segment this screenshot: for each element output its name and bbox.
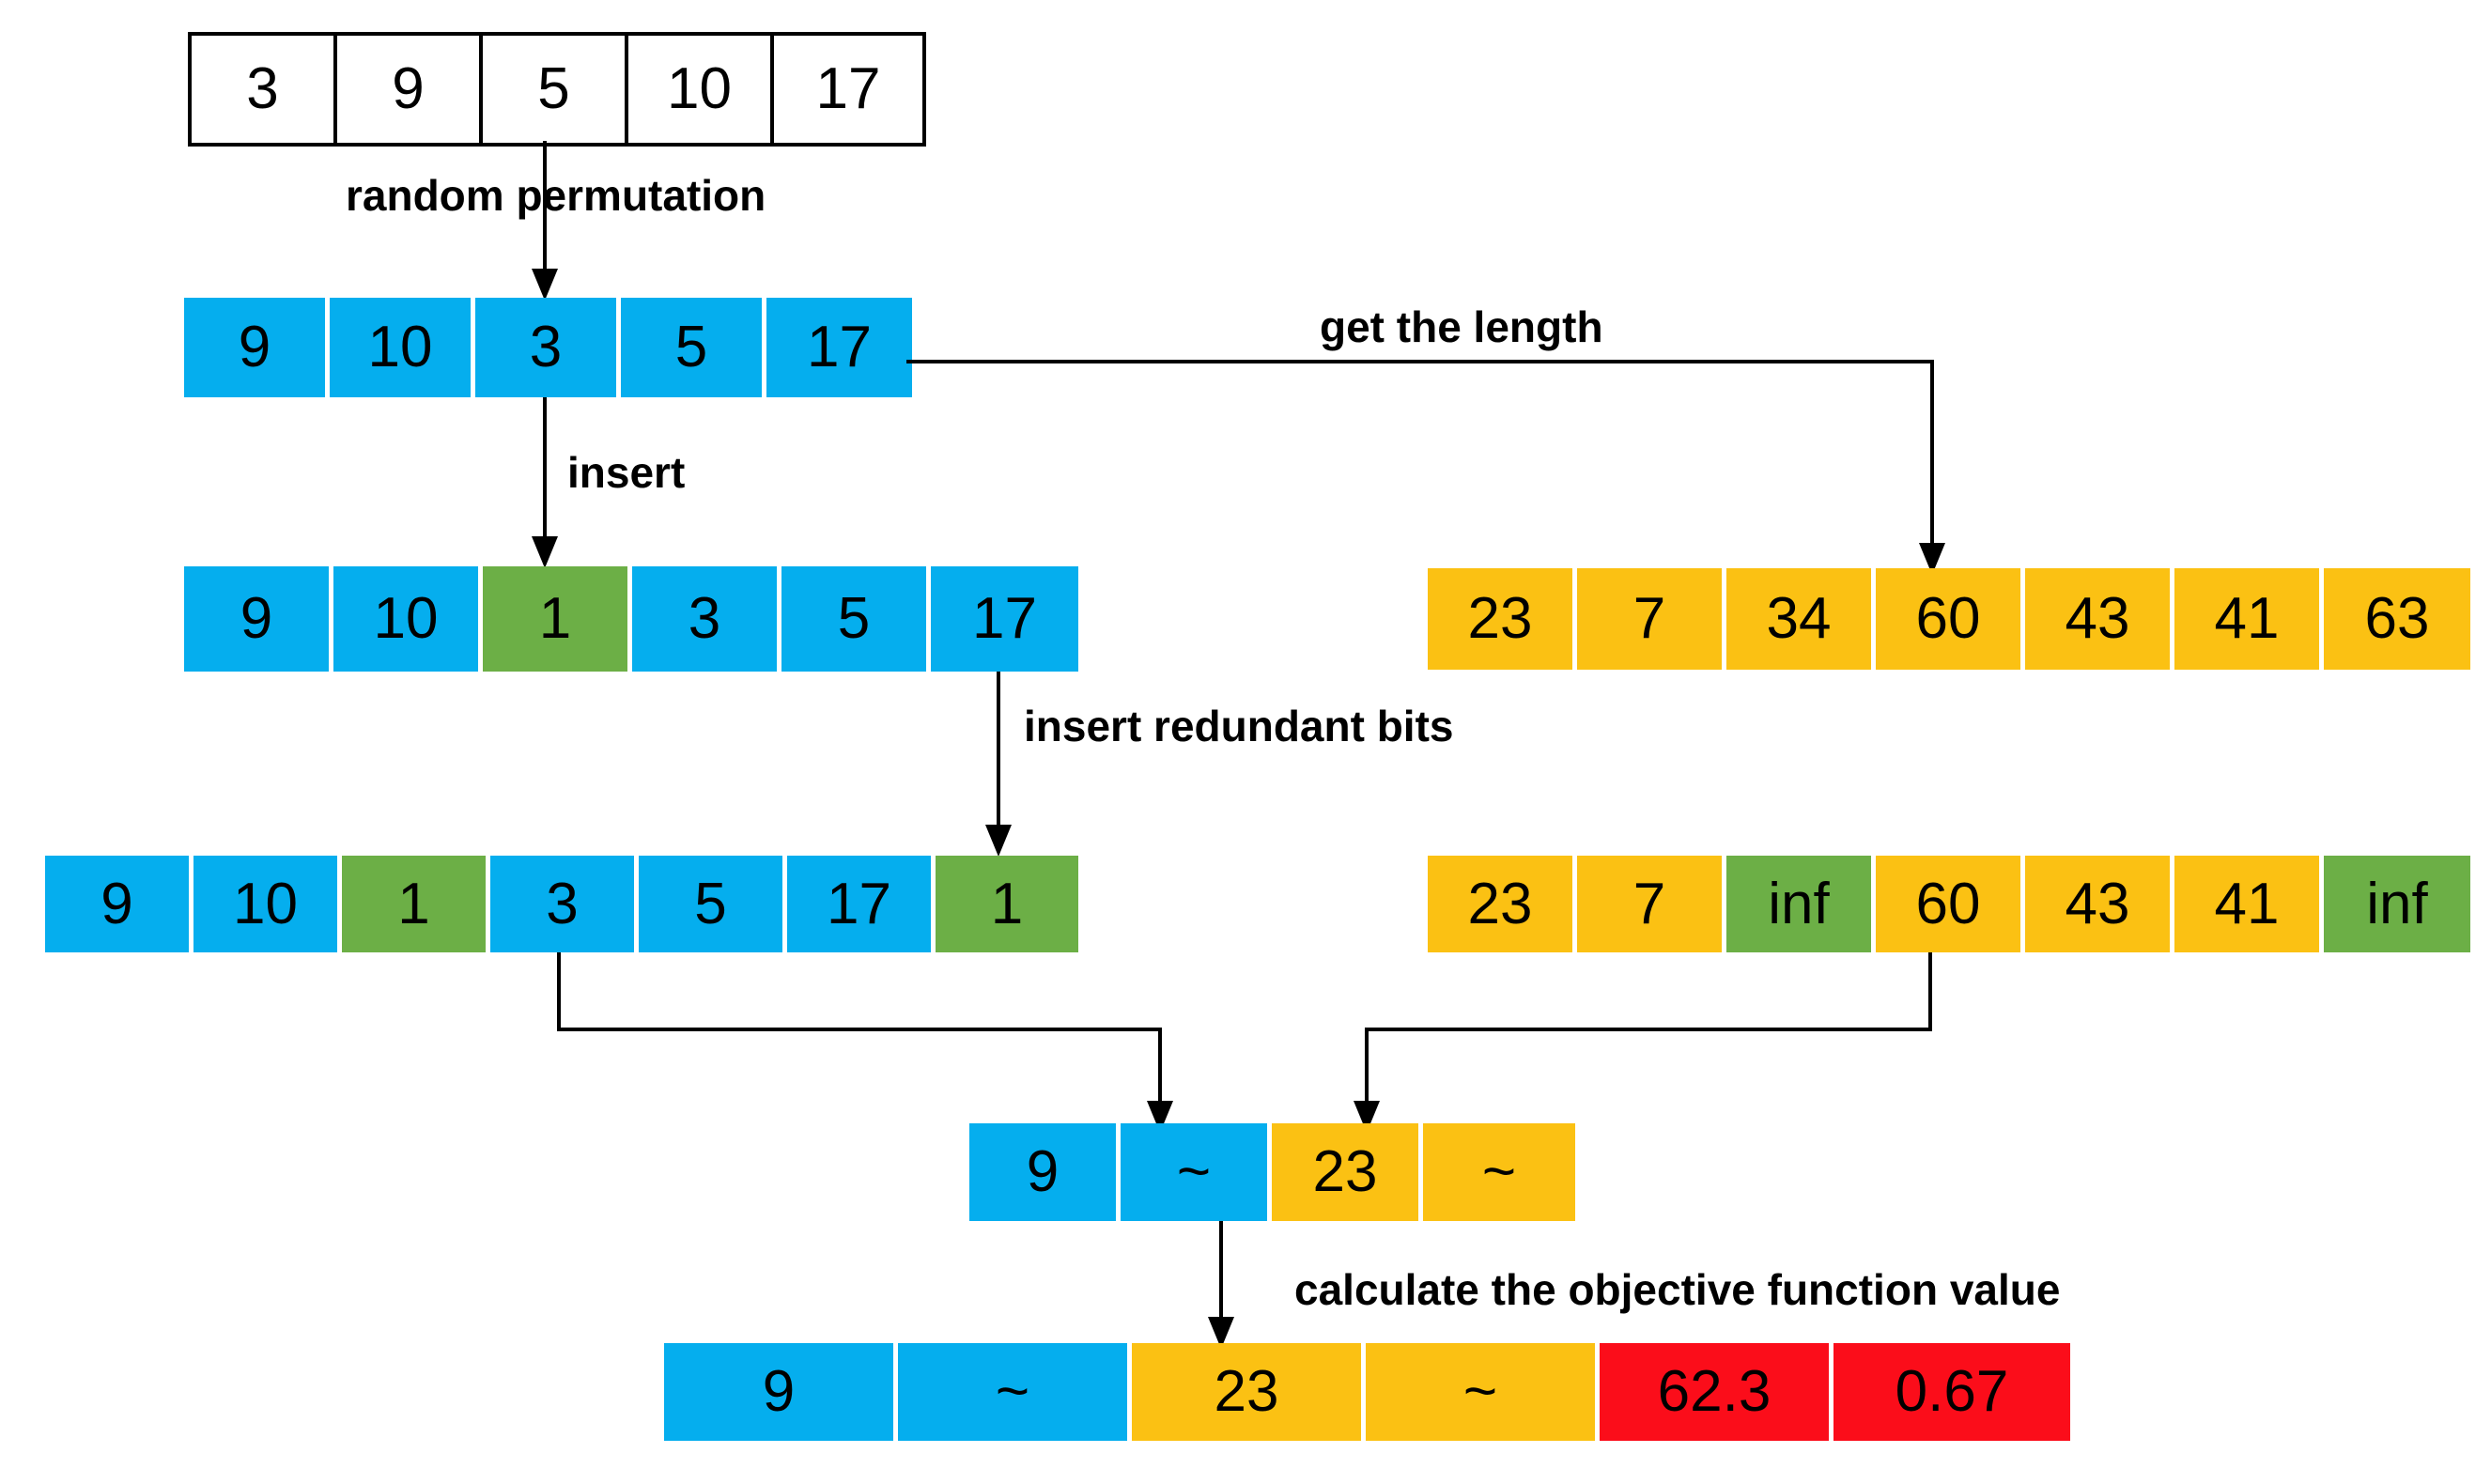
connector-right-merge xyxy=(1354,952,1932,1133)
label-random-permutation: random permutation xyxy=(346,171,766,220)
connector-insert-redundant-bits xyxy=(985,672,1012,857)
cell-length-6: 63 xyxy=(2324,568,2470,670)
row-permuted-sequence: 9 10 3 5 17 xyxy=(184,298,912,397)
connector-calculate-objective xyxy=(1208,1221,1234,1349)
cell-combined-1: ~ xyxy=(1121,1123,1272,1221)
cell-length-3: 60 xyxy=(1876,568,2025,670)
cell-length-0: 23 xyxy=(1428,568,1577,670)
cell-permuted-4: 17 xyxy=(766,298,912,397)
cell-objective-4: 62.3 xyxy=(1600,1343,1833,1441)
connector-left-merge xyxy=(557,952,1173,1133)
cell-redundant-left-6: 1 xyxy=(936,856,1078,952)
cell-original-1: 9 xyxy=(337,36,483,143)
cell-redundant-left-4: 5 xyxy=(639,856,787,952)
cell-objective-3: ~ xyxy=(1366,1343,1600,1441)
cell-objective-5: 0.67 xyxy=(1833,1343,2070,1441)
cell-redundant-left-5: 17 xyxy=(787,856,936,952)
cell-inserted-3: 3 xyxy=(632,566,781,672)
cell-redundant-right-0: 23 xyxy=(1428,856,1577,952)
connector-random-permutation xyxy=(532,141,558,301)
cell-inserted-2: 1 xyxy=(483,566,632,672)
cell-length-1: 7 xyxy=(1577,568,1726,670)
cell-inserted-5: 17 xyxy=(931,566,1078,672)
connector-insert xyxy=(532,397,558,568)
cell-redundant-left-1: 10 xyxy=(193,856,342,952)
cell-combined-2: 23 xyxy=(1272,1123,1423,1221)
cell-redundant-right-5: 41 xyxy=(2174,856,2324,952)
cell-redundant-left-0: 9 xyxy=(45,856,193,952)
cell-original-0: 3 xyxy=(192,36,337,143)
label-get-the-length: get the length xyxy=(1320,302,1603,351)
label-calculate-objective: calculate the objective function value xyxy=(1294,1265,2061,1314)
cell-original-4: 17 xyxy=(774,36,922,143)
cell-objective-1: ~ xyxy=(898,1343,1132,1441)
cell-inserted-0: 9 xyxy=(184,566,333,672)
connector-get-the-length xyxy=(906,360,1945,575)
cell-redundant-right-3: 60 xyxy=(1876,856,2025,952)
cell-length-4: 43 xyxy=(2025,568,2174,670)
label-insert: insert xyxy=(567,448,686,497)
cell-permuted-2: 3 xyxy=(475,298,621,397)
row-original-sequence: 3 9 5 10 17 xyxy=(188,32,926,147)
cell-permuted-0: 9 xyxy=(184,298,330,397)
cell-redundant-right-6: inf xyxy=(2324,856,2470,952)
label-insert-redundant-bits: insert redundant bits xyxy=(1024,702,1454,750)
cell-redundant-left-3: 3 xyxy=(490,856,639,952)
cell-redundant-left-2: 1 xyxy=(342,856,490,952)
cell-objective-0: 9 xyxy=(664,1343,898,1441)
cell-original-3: 10 xyxy=(628,36,774,143)
cell-redundant-right-2: inf xyxy=(1726,856,1876,952)
cell-inserted-4: 5 xyxy=(781,566,931,672)
row-objective-sequence: 9 ~ 23 ~ 62.3 0.67 xyxy=(664,1343,2070,1441)
cell-length-5: 41 xyxy=(2174,568,2324,670)
cell-inserted-1: 10 xyxy=(333,566,483,672)
cell-combined-3: ~ xyxy=(1423,1123,1575,1221)
cell-permuted-1: 10 xyxy=(330,298,475,397)
row-length-sequence: 23 7 34 60 43 41 63 xyxy=(1428,568,2470,670)
row-redundant-left-sequence: 9 10 1 3 5 17 1 xyxy=(45,856,1078,952)
cell-length-2: 34 xyxy=(1726,568,1876,670)
cell-redundant-right-4: 43 xyxy=(2025,856,2174,952)
row-redundant-right-sequence: 23 7 inf 60 43 41 inf xyxy=(1428,856,2470,952)
row-inserted-sequence: 9 10 1 3 5 17 xyxy=(184,566,1078,672)
row-combined-sequence: 9 ~ 23 ~ xyxy=(969,1123,1575,1221)
cell-original-2: 5 xyxy=(483,36,628,143)
cell-redundant-right-1: 7 xyxy=(1577,856,1726,952)
cell-combined-0: 9 xyxy=(969,1123,1121,1221)
cell-objective-2: 23 xyxy=(1132,1343,1366,1441)
cell-permuted-3: 5 xyxy=(621,298,766,397)
